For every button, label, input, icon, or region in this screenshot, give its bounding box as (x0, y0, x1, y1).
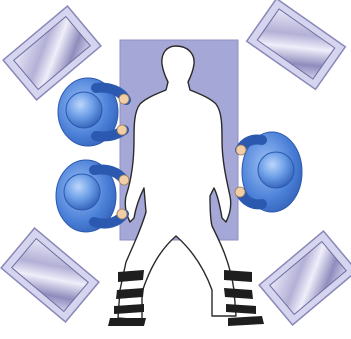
monitor-top-right (247, 0, 346, 89)
surgeon-right (235, 132, 302, 212)
surgeon-mid-left (56, 160, 129, 232)
monitor-bottom-right (259, 231, 351, 325)
surgeon-top-left (58, 78, 129, 146)
surgeon-head (66, 92, 102, 128)
surgeon-head (64, 174, 100, 210)
surgeon-head (258, 152, 294, 188)
monitor-bottom-left (1, 228, 99, 322)
